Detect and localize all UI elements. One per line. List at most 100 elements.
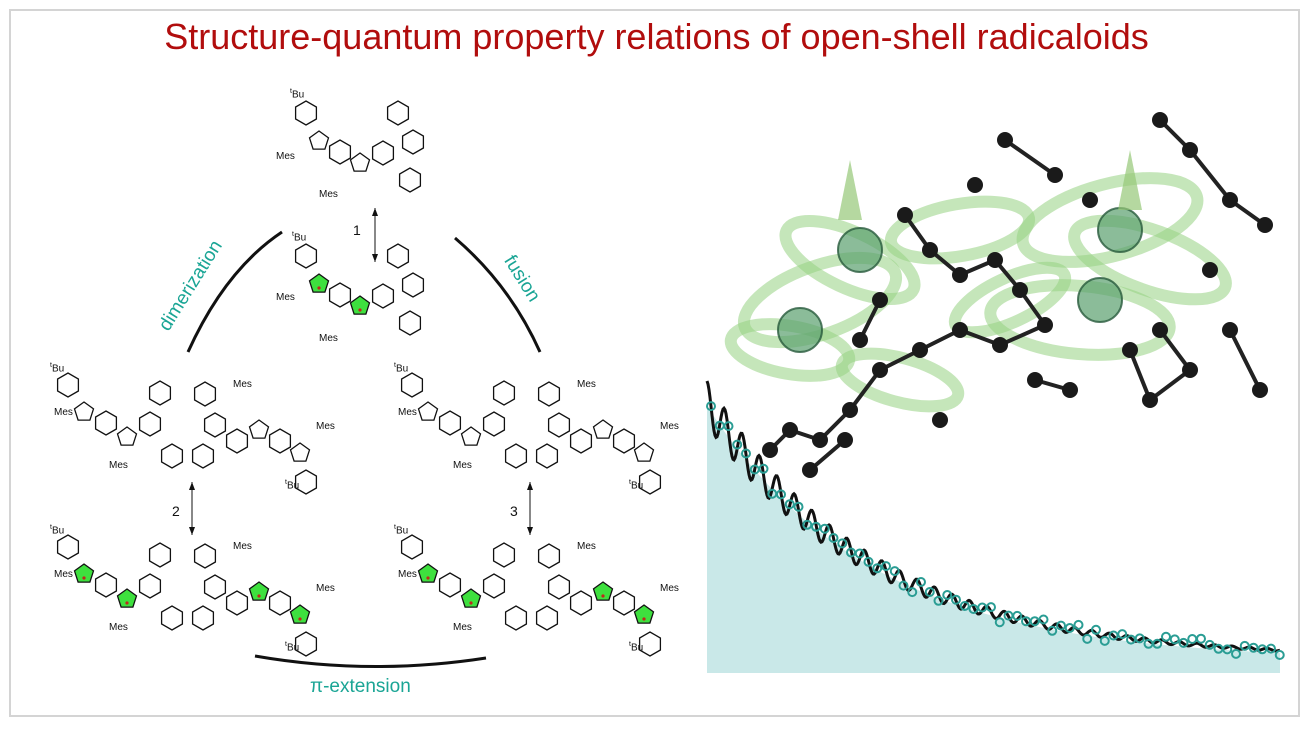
tbu-prefix: t (394, 524, 396, 531)
carbon-atom (1257, 217, 1273, 233)
benzene-ring (492, 542, 516, 568)
radical-dot (426, 576, 430, 580)
data-point (924, 587, 935, 597)
benzene-ring (328, 282, 352, 308)
equilibrium-arrow-2 (189, 482, 195, 535)
data-point (793, 501, 804, 512)
spin-cone (838, 160, 862, 220)
five-membered-ring (349, 295, 371, 315)
bond (1128, 349, 1152, 401)
benzene-ring (94, 410, 118, 436)
tbu-text: Bu (51, 525, 65, 537)
five-membered-ring (73, 401, 95, 421)
benzene-ring (638, 631, 662, 657)
five-membered-ring (349, 152, 371, 172)
carbon-atom (922, 242, 938, 258)
benzene-ring (193, 543, 217, 569)
carbon-atom (1122, 342, 1138, 358)
benzene-ring (537, 543, 561, 569)
carbon-atom (897, 207, 913, 223)
benzene-ring (638, 469, 662, 495)
bond (1148, 368, 1192, 402)
benzene-ring (438, 572, 462, 598)
data-point (1169, 634, 1180, 645)
tbu-prefix: t (629, 641, 631, 648)
data-point (1134, 633, 1145, 644)
spin-sphere (837, 227, 883, 273)
mes-label: Mes (660, 583, 679, 594)
five-membered-ring (633, 442, 655, 462)
figure-frame (9, 9, 1300, 717)
carbon-atom (912, 342, 928, 358)
benzene-ring (328, 139, 352, 165)
tbu-text: Bu (51, 363, 65, 375)
benzene-ring (504, 443, 528, 469)
mes-label: Mes (316, 421, 335, 432)
benzene-ring (268, 590, 292, 616)
benzene-ring (401, 272, 425, 298)
benzene-ring (612, 590, 636, 616)
mes-label: Mes (319, 333, 338, 344)
benzene-ring (56, 534, 80, 560)
benzene-ring (386, 243, 410, 269)
data-point (889, 566, 900, 577)
data-point (986, 602, 996, 613)
data-point (1029, 616, 1040, 627)
bond (1188, 148, 1232, 202)
spin-orbit-ring (1016, 172, 1204, 268)
five-membered-ring (248, 581, 270, 601)
benzene-ring (138, 411, 162, 437)
data-point (819, 523, 830, 534)
mes-label: Mes (276, 151, 295, 162)
mes-label: Mes (316, 583, 335, 594)
benzene-ring (160, 605, 184, 631)
figure-title: Structure-quantum property relations of … (164, 16, 1149, 57)
pi-extension-label: π-extension (310, 676, 411, 697)
data-point (837, 538, 848, 549)
molecule-1-closed-shell (294, 100, 425, 193)
five-membered-ring (73, 563, 95, 583)
benzene-ring (401, 129, 425, 155)
benzene-ring (504, 605, 528, 631)
benzene-ring (268, 428, 292, 454)
mes-label: Mes (319, 189, 338, 200)
benzene-ring (371, 140, 395, 166)
carbon-atom (872, 362, 888, 378)
five-membered-ring (308, 130, 330, 150)
benzene-ring (138, 573, 162, 599)
carbon-atom (812, 432, 828, 448)
data-point (863, 556, 874, 567)
equilibrium-arrow-3 (527, 482, 533, 535)
carbon-atom (997, 132, 1013, 148)
tbu-text: Bu (630, 480, 644, 492)
radical-dot (257, 594, 261, 598)
mes-label: Mes (577, 541, 596, 552)
carbon-atom (1152, 112, 1168, 128)
mes-label: Mes (398, 569, 417, 580)
carbon-atom (987, 252, 1003, 268)
tbu-label: tBu (50, 524, 64, 536)
benzene-ring (612, 428, 636, 454)
data-point (758, 463, 769, 474)
data-point (1099, 635, 1110, 646)
data-point (1012, 610, 1023, 621)
equilibrium-arrow-1 (372, 208, 378, 262)
data-point (741, 448, 751, 459)
benzene-ring (203, 412, 227, 438)
data-point (1274, 650, 1285, 660)
data-point (1064, 623, 1075, 633)
data-point (907, 587, 918, 598)
carbon-atom (1037, 317, 1053, 333)
fit-curve (705, 380, 1281, 653)
carbon-atom (932, 412, 948, 428)
data-point (854, 548, 865, 559)
bond (1003, 138, 1057, 177)
data-point (828, 533, 839, 543)
benzene-ring (203, 574, 227, 600)
fusion-arc (454, 236, 542, 353)
mes-label: Mes (233, 379, 252, 390)
compound-number-1: 1 (353, 222, 361, 238)
bond (848, 368, 882, 412)
carbon-atom (872, 292, 888, 308)
